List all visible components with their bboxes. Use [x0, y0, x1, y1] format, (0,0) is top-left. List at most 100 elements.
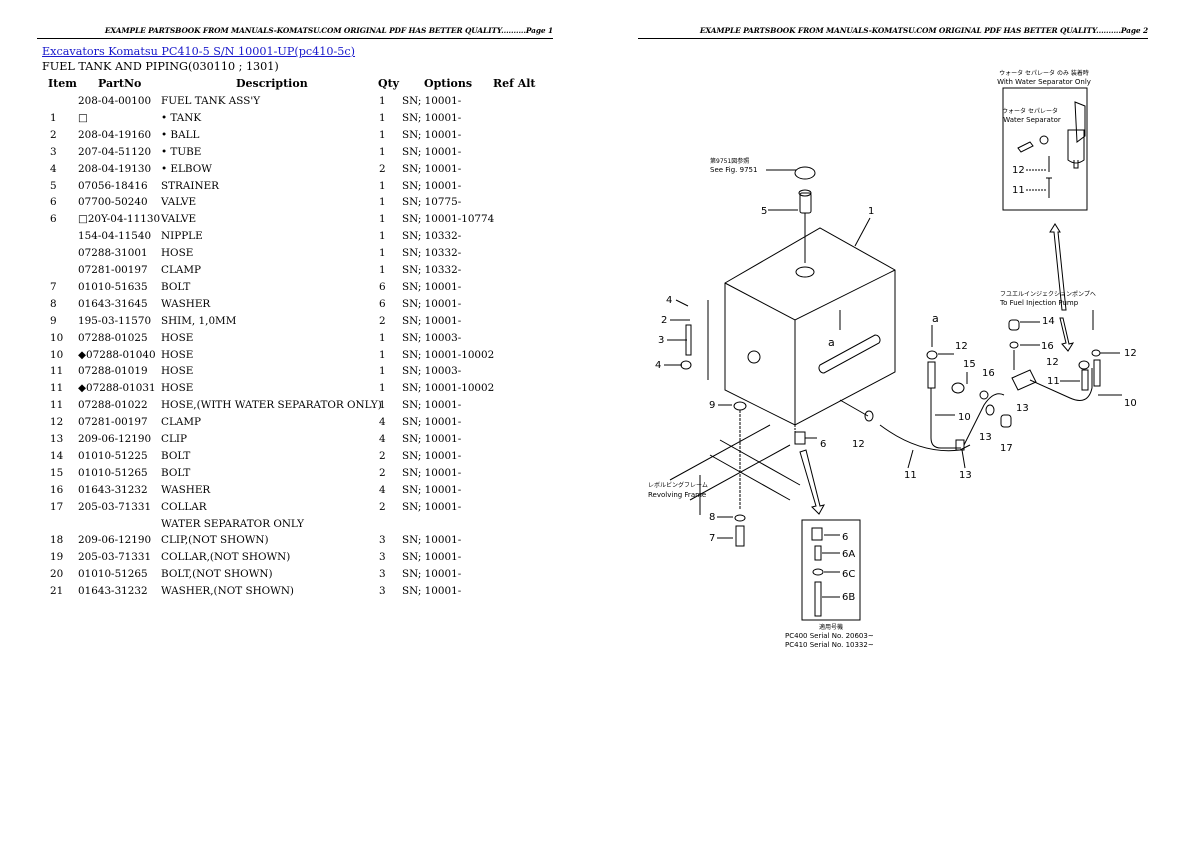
svg-text:13: 13 — [1016, 403, 1029, 414]
cell-item: 19 — [50, 551, 64, 564]
svg-text:ウォータ セパレータ: ウォータ セパレータ — [1002, 107, 1058, 115]
cell-item: 6 — [50, 213, 57, 226]
cell-options: SN; 10001- — [402, 162, 462, 175]
cell-options: SN; 10001- — [402, 111, 462, 124]
section-title: FUEL TANK AND PIPING(030110 ; 1301) — [42, 60, 279, 73]
svg-text:11: 11 — [1012, 185, 1025, 196]
cell-qty: 3 — [379, 534, 386, 547]
cell-description: • BALL — [161, 128, 200, 141]
svg-text:6: 6 — [820, 439, 826, 450]
cell-options: SN; 10001- — [402, 551, 462, 564]
cell-description: WASHER — [161, 483, 211, 496]
cell-options: SN; 10001-10002 — [402, 348, 495, 361]
column-header-description: Description — [236, 77, 308, 90]
cell-item: 21 — [50, 585, 64, 598]
cell-partno: 01010-51635 — [78, 280, 148, 293]
cell-options: SN; 10001- — [402, 534, 462, 547]
cell-partno: 205-03-71331 — [78, 500, 152, 513]
cell-partno: □ — [78, 111, 88, 124]
svg-text:5: 5 — [761, 206, 767, 217]
cell-partno: 208-04-19160 — [78, 128, 152, 141]
cell-qty: 2 — [379, 314, 386, 327]
cell-partno: 07288-31001 — [78, 247, 148, 260]
cell-options: SN; 10001-10774 — [402, 213, 495, 226]
cell-item: 11 — [50, 399, 64, 412]
cell-partno: 01643-31232 — [78, 483, 148, 496]
cell-description: FUEL TANK ASS'Y — [161, 95, 261, 107]
cell-qty: 3 — [379, 568, 386, 581]
cell-qty: 2 — [379, 162, 386, 175]
cell-qty: 2 — [379, 449, 386, 462]
cell-partno: 07281-00197 — [78, 416, 148, 429]
cell-partno: 07288-01022 — [78, 399, 148, 412]
cell-options: SN; 10001- — [402, 416, 462, 429]
cell-options: SN; 10001- — [402, 95, 462, 107]
cell-item: 18 — [50, 534, 64, 547]
svg-text:14: 14 — [1042, 316, 1055, 327]
cell-description: HOSE — [161, 382, 194, 395]
column-header-item: Item — [48, 77, 77, 90]
cell-description: STRAINER — [161, 179, 219, 192]
cell-item: 15 — [50, 466, 64, 479]
cell-description: COLLAR — [161, 500, 207, 513]
cell-options: SN; 10001- — [402, 466, 462, 479]
cell-description: VALVE — [161, 213, 197, 226]
cell-description: CLAMP — [161, 264, 201, 276]
svg-text:17: 17 — [1000, 443, 1013, 454]
cell-options: SN; 10003- — [402, 331, 462, 344]
cell-options: SN; 10332- — [402, 247, 462, 260]
fuel-pump-label-jp: フユエルインジェクションポンプへ — [1000, 290, 1096, 298]
cell-options: SN; 10001- — [402, 314, 462, 327]
cell-options: SN; 10003- — [402, 365, 462, 378]
page-1-header: EXAMPLE PARTSBOOK FROM MANUALS-KOMATSU.C… — [37, 26, 553, 39]
cell-description: HOSE — [161, 247, 194, 260]
cell-options: SN; 10001- — [402, 500, 462, 513]
svg-text:Water Separator: Water Separator — [1003, 116, 1061, 124]
cell-item: 1 — [50, 111, 57, 124]
svg-text:See Fig. 9751: See Fig. 9751 — [710, 166, 757, 174]
svg-text:第9751図参照: 第9751図参照 — [710, 157, 749, 165]
cell-item: 4 — [50, 162, 57, 175]
cell-partno: 07700-50240 — [78, 196, 148, 209]
svg-text:16: 16 — [1041, 341, 1054, 352]
cell-qty: 1 — [379, 382, 386, 395]
cell-partno: 01643-31232 — [78, 585, 148, 598]
cell-item: 14 — [50, 449, 64, 462]
cell-description: BOLT,(NOT SHOWN) — [161, 568, 273, 581]
svg-text:12: 12 — [1124, 348, 1137, 359]
arrow-icon — [1049, 223, 1067, 311]
cell-description: HOSE — [161, 348, 194, 361]
cell-qty: 3 — [379, 551, 386, 564]
svg-text:12: 12 — [955, 341, 968, 352]
cell-options: SN; 10775- — [402, 196, 462, 209]
cell-partno: □20Y-04-11130 — [78, 213, 161, 226]
cell-qty: 1 — [379, 111, 386, 124]
cell-item: 2 — [50, 128, 57, 141]
svg-text:13: 13 — [959, 470, 972, 481]
cell-qty: 1 — [379, 264, 386, 276]
model-link[interactable]: Excavators Komatsu PC410-5 S/N 10001-UP(… — [42, 45, 356, 58]
cell-options: SN; 10001-10002 — [402, 382, 495, 395]
cell-qty: 1 — [379, 95, 386, 107]
cell-item: 9 — [50, 314, 57, 327]
cell-description: HOSE,(WITH WATER SEPARATOR ONLY) — [161, 399, 382, 412]
cell-qty: 2 — [379, 466, 386, 479]
cell-description: SHIM, 1,0MM — [161, 314, 237, 327]
cell-options: SN; 10001- — [402, 297, 462, 310]
svg-text:3: 3 — [658, 335, 664, 346]
svg-text:1: 1 — [868, 206, 874, 217]
cell-options: SN; 10001- — [402, 399, 462, 412]
arrow-icon — [799, 449, 825, 515]
svg-text:12: 12 — [1012, 165, 1025, 176]
cell-description: NIPPLE — [161, 230, 203, 243]
water-sep-title: With Water Separator Only — [997, 78, 1091, 86]
svg-text:12: 12 — [852, 439, 865, 450]
cell-partno: 01010-51265 — [78, 568, 148, 581]
svg-text:7: 7 — [709, 533, 715, 544]
serial-pc400: PC400 Serial No. 20603~ — [785, 632, 874, 640]
arrow-icon — [1059, 317, 1075, 352]
cell-partno: 209-06-12190 — [78, 433, 152, 445]
cell-item: 12 — [50, 416, 64, 429]
svg-text:16: 16 — [982, 368, 995, 379]
cell-item: 13 — [50, 433, 64, 445]
